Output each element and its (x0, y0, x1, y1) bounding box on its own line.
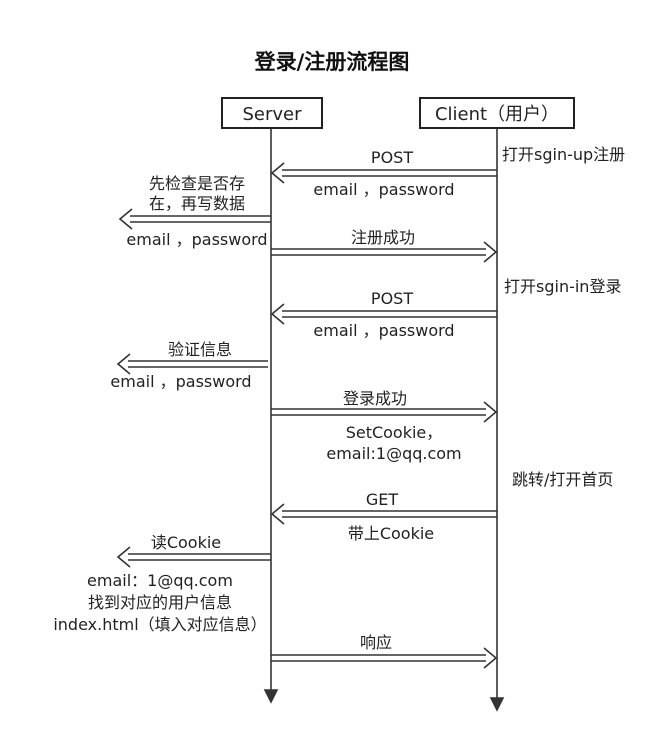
message-5-sublabel: email ，password (110, 372, 252, 391)
message-1-note: 打开sgin-up注册 (502, 145, 626, 164)
message-8-sublabel: email：1@qq.com 找到对应的用户信息 index.html（填入对应… (53, 571, 267, 634)
message-4-sublabel: email ，password (313, 321, 455, 340)
client-lifeline-arrowhead (489, 697, 505, 712)
message-1-label: POST (370, 148, 414, 167)
message-2-arrow (118, 208, 271, 230)
message-6-label: 登录成功 (342, 389, 408, 408)
message-7-label: GET (365, 490, 399, 509)
message-7-arrow (270, 503, 497, 525)
message-1-sublabel: email ，password (313, 180, 455, 199)
message-6-arrow (271, 401, 498, 423)
message-6-note: 跳转/打开首页 (512, 470, 614, 489)
message-7-sublabel: 带上Cookie (347, 524, 435, 543)
message-8-arrow (116, 546, 271, 568)
message-3-label: 注册成功 (350, 228, 416, 247)
message-3-note: 打开sgin-in登录 (504, 277, 622, 296)
message-9-arrow (271, 647, 498, 669)
message-3-arrow (271, 241, 498, 263)
message-5-arrow (116, 353, 268, 375)
message-4-arrow (270, 303, 497, 325)
message-4-label: POST (370, 289, 414, 308)
actor-client: Client（用户） (419, 97, 575, 129)
message-9-label: 响应 (359, 633, 393, 652)
server-lifeline-arrowhead (263, 689, 279, 704)
diagram-title: 登录/注册流程图 (254, 50, 410, 74)
message-5-label: 验证信息 (167, 340, 233, 359)
message-1-arrow (270, 162, 497, 184)
message-6-sublabel: SetCookie， email:1@qq.com (326, 423, 462, 463)
actor-server: Server (221, 97, 323, 129)
message-2-sublabel: email ，password (126, 230, 268, 249)
message-8-label: 读Cookie (150, 533, 222, 552)
message-2-label: 先检查是否存 在，再写数据 (148, 174, 246, 213)
